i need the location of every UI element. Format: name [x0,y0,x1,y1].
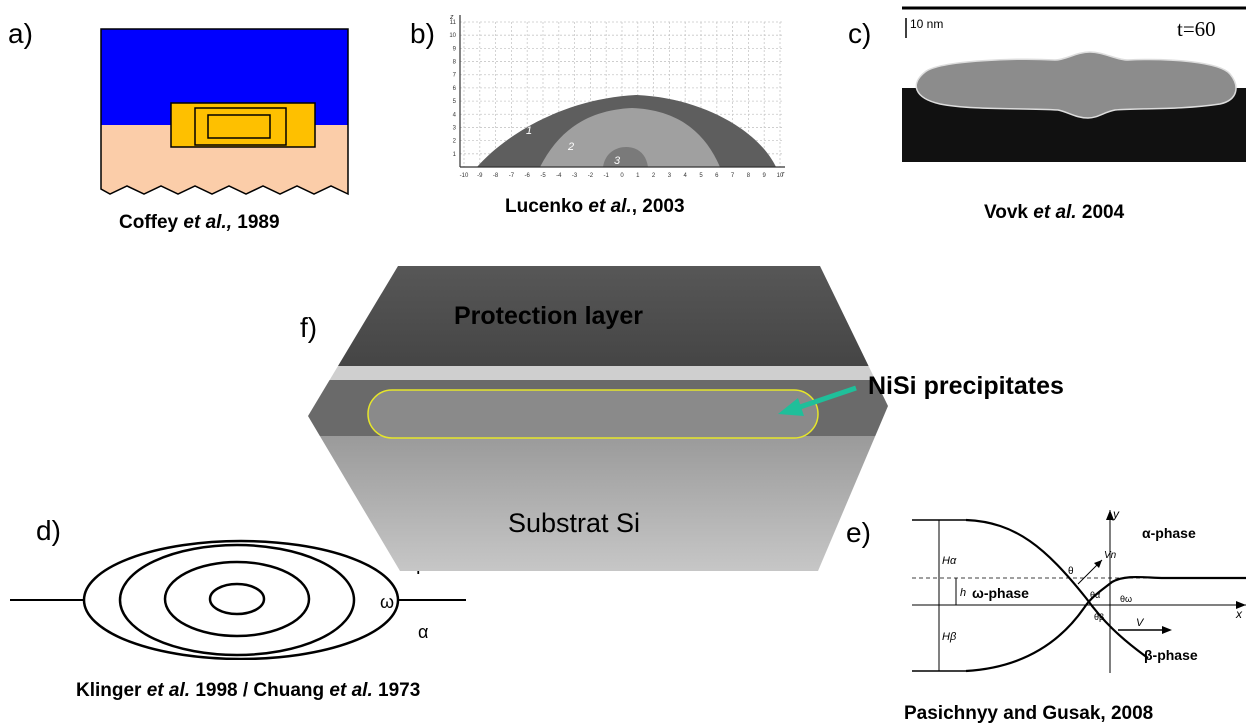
bright-line [308,366,888,380]
panel-f-image: Protection layer Substrat Si [308,266,888,571]
outer-precipitate [170,102,316,148]
contour-2 [118,543,356,657]
vn-label: Vn [1104,550,1117,561]
x-tick-label: 2 [652,173,656,179]
panel-a-label: a) [8,18,33,49]
y-tick-label: 3 [453,125,457,131]
x-tick-label: 10 [777,173,784,179]
inner-precipitate [207,114,271,139]
x-axis-label: r [782,171,785,178]
x-tick-label: -1 [604,173,610,179]
alpha-label: α [418,622,428,642]
protection-layer-label: Protection layer [454,302,643,330]
protection-region [308,266,888,366]
panel-e-caption: Pasichnyy and Gusak, 2008 [904,703,1154,724]
x-tick-label: -7 [509,173,515,179]
contour-1 [82,539,400,660]
x-tick-label: 3 [668,173,672,179]
x-tick-label: -6 [525,173,531,179]
precipitate-outline [367,389,819,439]
x-tick-label: -5 [540,173,546,179]
x-tick-label: 7 [731,173,735,179]
x-tick-label: 9 [763,173,767,179]
region-3 [603,147,648,167]
region-2 [540,108,720,167]
substrate-label: Substrat Si [508,508,640,538]
panel-b-caption: Lucenko et al., 2003 [505,196,685,217]
y-tick-label: 8 [453,60,457,66]
omega-label: ω [380,592,394,612]
y-tick-label: 6 [453,86,457,92]
y-tick-label: 10 [449,33,456,39]
y-tick-label: 11 [450,20,457,26]
precipitates-label: NiSi precipitates [868,372,1064,400]
panel-b-label: b) [410,18,435,49]
x-tick-label: 5 [699,173,703,179]
theta-label: θ [1068,566,1074,577]
y-tick-label: 7 [453,73,457,79]
y-tick-label: 1 [453,152,457,158]
arrow-shaft [793,385,857,412]
y-label: y [1112,508,1120,521]
x-tick-label: 0 [620,173,624,179]
panel-c-caption: Vovk et al. 2004 [984,202,1125,223]
y-tick-labels: 1 2 3 4 5 6 7 8 9 10 11 [449,20,456,158]
panel-c-image: 10 nm t=60 [902,6,1246,162]
x-tick-label: -3 [572,173,578,179]
x-tick-label: 6 [715,173,719,179]
panel-d-label: d) [36,515,61,546]
upper-interface [965,518,1149,659]
x-tick-label: -10 [460,173,469,179]
panel-a-diagram [100,28,349,196]
y-tick-label: 2 [453,139,457,145]
time-label: t=60 [1177,17,1216,41]
scale-bar-label: 10 nm [910,17,943,31]
x-label: x [1235,607,1243,621]
panel-a-caption: Coffey et al., 1989 [119,212,280,233]
theta-omega-label: θω [1120,594,1132,604]
x-tick-label: 1 [636,173,640,179]
theta-beta-label: θβ [1094,612,1104,622]
region-1-label: 1 [526,125,532,137]
panel-e-label: e) [846,517,871,548]
x-tick-label: 4 [684,173,688,179]
omega-phase-label: ω-phase [972,585,1029,601]
panel-e-diagram: α-phase ω-phase β-phase y x Hα Hβ h Vn V… [912,508,1246,673]
y-tick-label: 4 [453,112,457,118]
panel-c-label: c) [848,18,872,49]
h-alpha-label: Hα [942,555,957,567]
x-tick-label: 8 [747,173,751,179]
panel-d-caption: Klinger et al. 1998 / Chuang et al. 1973 [76,680,421,701]
v-label: V [1136,617,1145,629]
x-tick-label: -9 [477,173,483,179]
precipitate-shape [915,51,1237,119]
substrate-region [308,436,888,571]
contour-4 [208,582,266,616]
x-tick-label: -4 [556,173,562,179]
panel-f-label: f) [300,312,318,343]
h-label: h [960,587,966,599]
h-beta-label: Hβ [942,631,957,643]
middle-precipitate [194,107,287,146]
beta-phase-label: β-phase [1144,647,1198,663]
region-3-label: 3 [614,155,621,167]
x-tick-label: -2 [588,173,594,179]
theta-alpha-label: θα [1090,590,1100,600]
lower-interface [965,575,1246,673]
arrow-head [778,398,804,416]
y-axis-label: z [449,14,454,21]
y-tick-label: 9 [453,46,457,52]
contour-3 [163,560,311,638]
region-2-label: 2 [567,141,574,153]
y-tick-label: 5 [453,99,457,105]
x-tick-label: -8 [493,173,499,179]
alpha-phase-label: α-phase [1142,525,1196,541]
